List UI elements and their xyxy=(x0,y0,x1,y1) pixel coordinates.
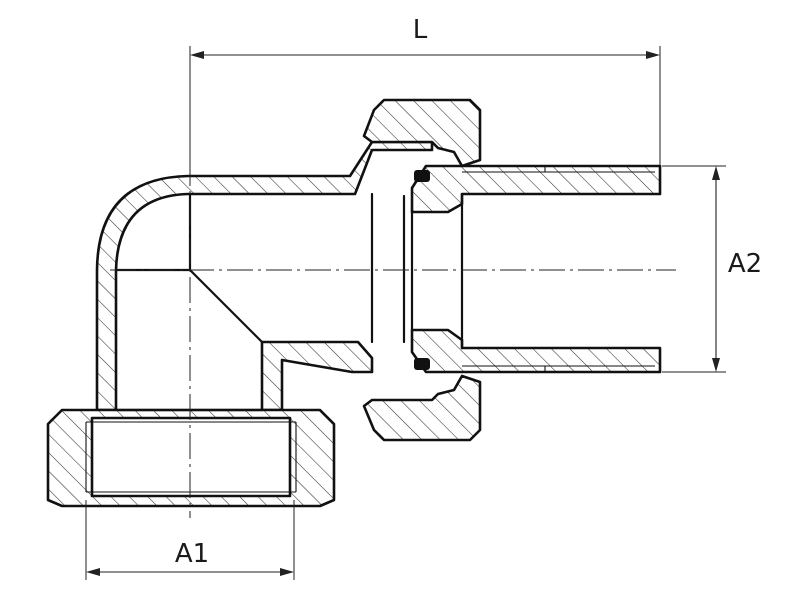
outlet-thread-label: A2 xyxy=(728,249,762,279)
length-label: L xyxy=(413,15,428,45)
inlet-female-nut xyxy=(46,408,336,508)
elbow-bore-outline xyxy=(114,192,264,412)
outlet-bore-outline xyxy=(370,192,464,350)
union-nut-bottom xyxy=(362,374,482,442)
elbow-body xyxy=(46,140,434,508)
dimension-outlet-thread: A2 xyxy=(662,165,762,373)
inlet-thread-label: A1 xyxy=(175,539,209,569)
dimension-inlet-thread: A1 xyxy=(85,500,295,580)
inlet-thread-lines xyxy=(85,421,297,493)
outlet-thread-lines xyxy=(462,166,655,372)
union-nut xyxy=(362,98,482,442)
dimension-length: L xyxy=(189,15,661,175)
seal-ring-bottom-icon xyxy=(414,358,430,370)
tailpiece xyxy=(370,164,662,374)
seal-ring-top-icon xyxy=(414,170,430,182)
union-nut-top xyxy=(362,98,482,168)
tailpiece-upper-wall xyxy=(410,164,662,214)
elbow-lower-wall xyxy=(260,340,374,412)
